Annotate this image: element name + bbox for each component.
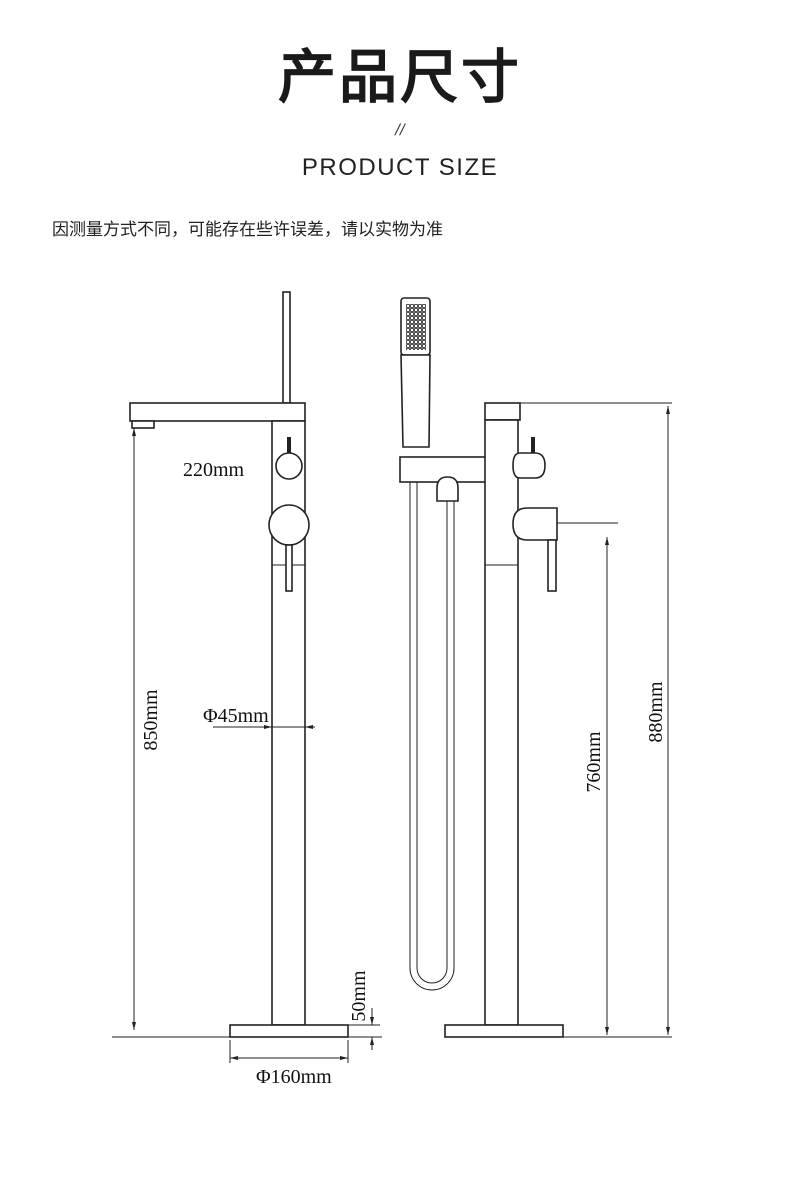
hose-inner (416, 482, 448, 984)
mixer-handle (268, 504, 310, 546)
measurement-note: 因测量方式不同，可能存在些许误差，请以实物为准 (52, 220, 443, 240)
diverter-knob (275, 452, 303, 480)
hose-outer (409, 482, 455, 991)
side-top-cap (484, 402, 521, 421)
front-view: 850mm 220mm Φ45mm 50mm Φ160mm (112, 291, 382, 1088)
handshower-spray-holes (406, 304, 426, 350)
page-title: 产品尺寸 (277, 43, 522, 111)
title-divider: // (395, 122, 405, 138)
hose-connector (436, 476, 459, 502)
pipe-diameter-label: Φ45mm (203, 705, 269, 727)
side-base-plate (444, 1024, 564, 1038)
total-height-label: 880mm (645, 681, 667, 743)
spout-dimension-label: 220mm (183, 459, 245, 481)
side-mixer-lever (547, 539, 557, 592)
base-thickness-label: 50mm (348, 970, 370, 1022)
spout (129, 402, 306, 422)
handshower-rest (282, 291, 291, 404)
base-diameter-label: Φ160mm (256, 1066, 332, 1088)
height-dimension-label: 850mm (140, 689, 162, 751)
page-subtitle: PRODUCT SIZE (301, 154, 499, 181)
side-diverter-knob (512, 452, 546, 479)
side-mixer-handle (512, 507, 558, 541)
handle-height-label: 760mm (583, 731, 605, 793)
side-faucet-column (484, 419, 519, 1026)
base-plate (229, 1024, 349, 1038)
handshower-handle (400, 354, 431, 448)
mixer-lever (285, 544, 293, 592)
side-view: 760mm 880mm (399, 297, 672, 1038)
spout-outlet (131, 420, 155, 429)
